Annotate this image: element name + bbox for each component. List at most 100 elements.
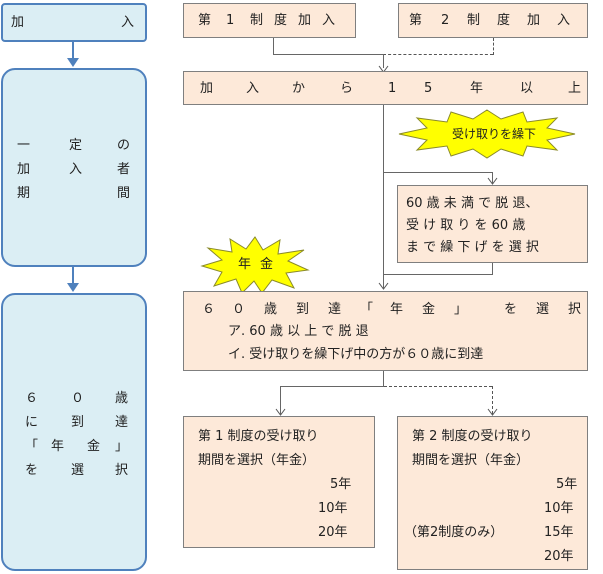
conn-merge-h-dashed: [383, 54, 493, 55]
sel-r3-b: 年: [51, 439, 65, 454]
left-arrow-2-shaft: [72, 267, 74, 285]
sel-r4-a: を: [25, 463, 39, 478]
p1s-opt3: 20年: [318, 525, 348, 540]
f-c3: か: [292, 81, 306, 96]
f-c7: 年: [470, 81, 484, 96]
p1-c1: 第: [198, 13, 212, 28]
sel-r4-c: 択: [115, 463, 129, 478]
p1-c3: 制: [250, 13, 264, 28]
conn-to-fifteen: [383, 54, 384, 68]
r-c3: 歳: [264, 302, 278, 317]
arrow-to-p2sel: [487, 408, 498, 416]
p2s-opt1: 5年: [556, 477, 578, 492]
left-arrow-1-head: [67, 58, 79, 67]
left-arrow-2-head: [67, 283, 79, 292]
fifteen-years-box: 加 入 か ら 1 5 年 以 上: [183, 71, 588, 105]
star-pension-c2: 金: [260, 257, 274, 272]
kikan-r1-c: の: [117, 138, 131, 153]
arrow-to-defer: [487, 177, 498, 185]
p2-c3: 制: [467, 13, 481, 28]
conn-p2-down: [493, 38, 494, 55]
p1s-opt1: 5年: [330, 477, 352, 492]
star-defer-text: 受け取りを繰下: [452, 127, 537, 141]
sel-r2-c: 達: [115, 415, 129, 430]
defer-line3: ま で 繰 下 げ を 選 択: [406, 240, 539, 255]
star-defer-shape: [398, 109, 576, 159]
arrow-to-p1sel: [275, 408, 286, 416]
p2s-line2: 期間を選択（年金）: [412, 453, 530, 468]
p2s-line1: 第 2 制度の受け取り: [412, 429, 533, 444]
r-c7: 年: [390, 302, 404, 317]
left-kanyu-char2: 入: [121, 15, 135, 30]
defer-line1: 60 歳 未 満 で 脱 退、: [406, 196, 539, 211]
sel-r4-b: 選: [71, 463, 85, 478]
conn-p1-down: [273, 38, 274, 55]
sel-r1-b: ０: [71, 391, 85, 406]
conn-to-p2sel: [492, 386, 493, 414]
r-c5: 達: [328, 302, 342, 317]
sel-r1-c: 歳: [115, 391, 129, 406]
f-c9: 上: [568, 81, 582, 96]
r-c4: 到: [296, 302, 310, 317]
p2-c1: 第: [409, 13, 423, 28]
f-c5: 1: [388, 81, 397, 96]
f-c8: 以: [520, 81, 534, 96]
p1s-line1: 第 1 制度の受け取り: [198, 429, 319, 444]
r-c2: ０: [232, 302, 246, 317]
kikan-r2-b: 入: [69, 162, 83, 177]
p1-c2: 1: [226, 13, 235, 28]
kikan-r2-a: 加: [17, 162, 31, 177]
p2-c4: 度: [497, 13, 511, 28]
r-c10: を: [504, 302, 518, 317]
p1-c5: 加: [298, 13, 312, 28]
sel-r3-c: 金: [87, 439, 101, 454]
plan1-join-box: 第 1 制 度 加 入: [183, 3, 356, 38]
f-c2: 入: [246, 81, 260, 96]
reach-line3: イ. 受け取りを繰下げ中の方が６０歳に到達: [228, 347, 484, 362]
left-box-kanyu: 加 入: [1, 3, 147, 42]
left-box-kikan: 一 定 の 加 入 者 期 間: [1, 68, 147, 267]
f-c4: ら: [340, 81, 354, 96]
p2-c5: 加: [527, 13, 541, 28]
r-c6: 「: [360, 302, 374, 317]
conn-defer-out-h: [383, 274, 493, 275]
star-pension-c1: 年: [238, 257, 252, 272]
p2-c2: 2: [441, 13, 450, 28]
kikan-r3-a: 期: [17, 186, 31, 201]
p2s-opt3: 15年: [544, 525, 574, 540]
plan2-select-box: 第 2 制度の受け取り 期間を選択（年金） 5年 10年 （第2制度のみ） 15…: [397, 416, 588, 570]
p2s-opt2: 10年: [544, 501, 574, 516]
conn-merge-h: [273, 54, 383, 55]
defer-box: 60 歳 未 満 で 脱 退、 受 け 取 り を 60 歳 ま で 繰 下 げ…: [397, 185, 588, 263]
kikan-r1-a: 一: [17, 138, 31, 153]
f-c6: 5: [424, 81, 433, 96]
left-kanyu-char1: 加: [11, 15, 25, 30]
conn-split-right: [384, 386, 492, 387]
p2s-opt4: 20年: [544, 549, 574, 564]
reach60-box: ６ ０ 歳 到 達 「 年 金 」 を 選 択 ア. 60 歳 以 上 で 脱 …: [183, 291, 588, 371]
sel-r2-b: 到: [71, 415, 85, 430]
p2s-note: （第2制度のみ）: [404, 525, 504, 540]
r-c8: 金: [422, 302, 436, 317]
kikan-r3-b: 間: [117, 186, 131, 201]
p1-c6: 入: [322, 13, 336, 28]
p1-c4: 度: [274, 13, 288, 28]
r-c9: 」: [454, 302, 468, 317]
conn-to-p1sel: [280, 386, 281, 414]
r-c1: ６: [202, 302, 216, 317]
p1s-opt2: 10年: [318, 501, 348, 516]
r-c12: 択: [568, 302, 582, 317]
reach-line2: ア. 60 歳 以 上 で 脱 退: [228, 324, 369, 339]
conn-reach-down: [383, 371, 384, 387]
plan2-join-box: 第 2 制 度 加 入: [398, 3, 588, 38]
arrow-to-reach: [378, 282, 389, 290]
p2-c6: 入: [557, 13, 571, 28]
star-pension-shape: [200, 236, 310, 294]
left-arrow-1-shaft: [72, 42, 74, 60]
defer-line2: 受 け 取 り を 60 歳: [406, 218, 526, 233]
conn-split-left: [280, 386, 384, 387]
r-c11: 選: [536, 302, 550, 317]
kikan-r1-b: 定: [69, 138, 83, 153]
sel-r3-a: 「: [25, 439, 39, 454]
plan1-select-box: 第 1 制度の受け取り 期間を選択（年金） 5年 10年 20年: [183, 416, 375, 548]
